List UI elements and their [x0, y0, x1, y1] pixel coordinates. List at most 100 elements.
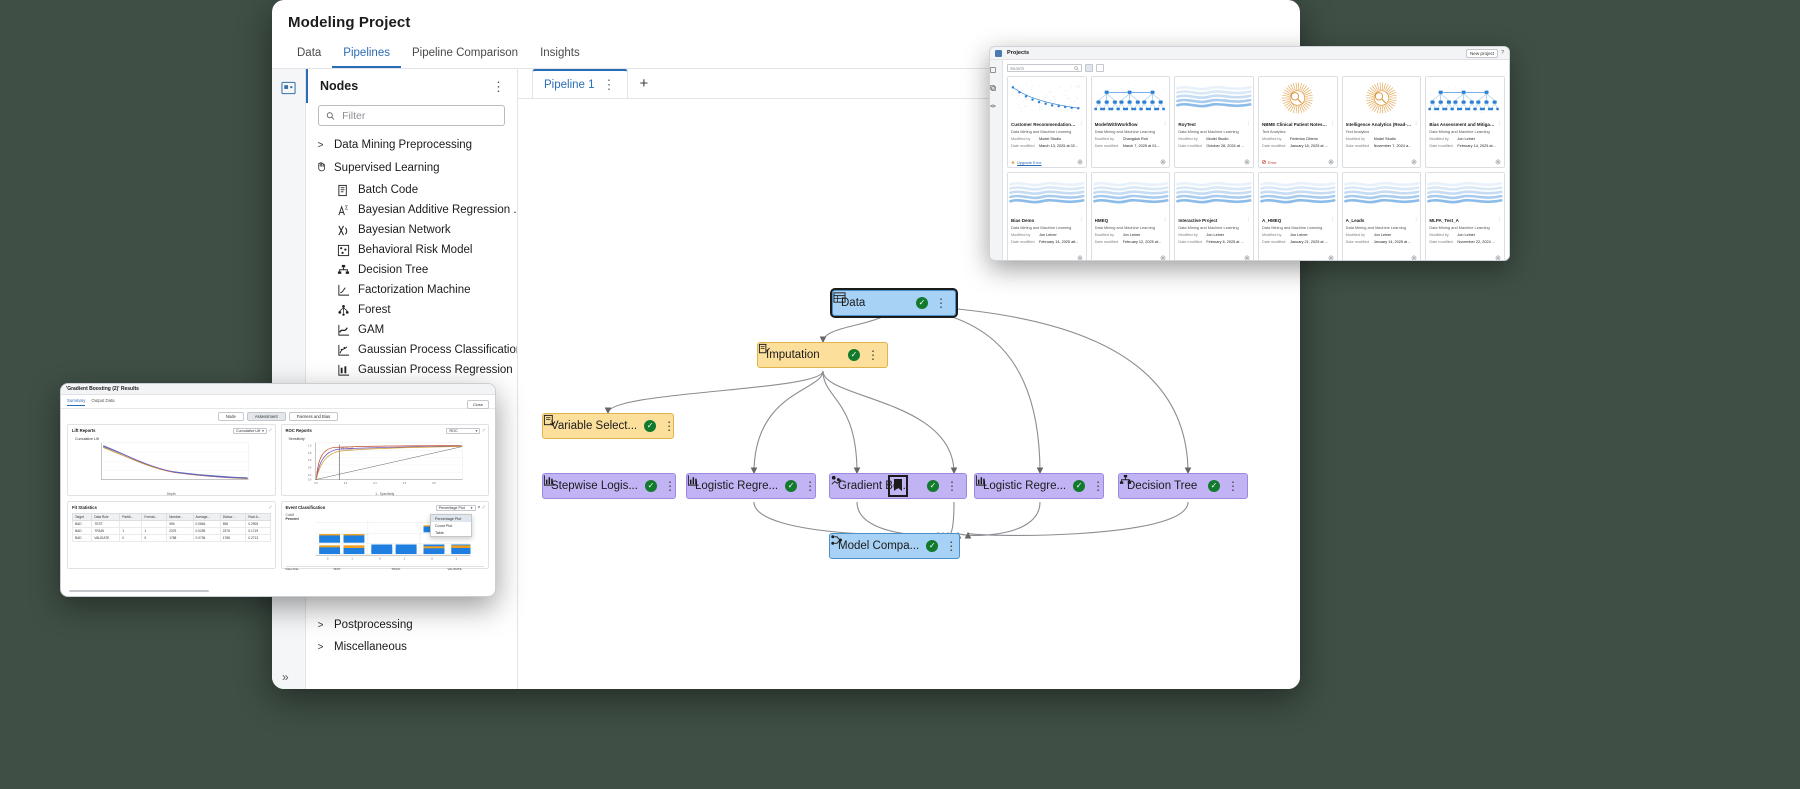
project-card-kebab-icon[interactable]: ⋮: [1330, 217, 1335, 223]
flow-node-kebab-icon[interactable]: ⋮: [663, 420, 675, 432]
project-card-kebab-icon[interactable]: ⋮: [1497, 121, 1502, 127]
flow-node-logistic-regression-2[interactable]: Logistic Regre... ✓ ⋮: [974, 473, 1104, 499]
projects-search-input[interactable]: Search: [1007, 64, 1082, 72]
projects-nav-icon[interactable]: [990, 67, 996, 73]
results-close-button[interactable]: Close: [467, 400, 489, 409]
table-column-header[interactable]: Number...: [167, 514, 193, 521]
flow-node-kebab-icon[interactable]: ⋮: [1092, 480, 1104, 492]
flow-node-kebab-icon[interactable]: ⋮: [935, 297, 947, 309]
flow-node-gradient-boosting[interactable]: Gradient Bo... ✓ ⋮: [829, 473, 967, 499]
event-plot-dropdown-menu[interactable]: Percentage Plot Count Plot Table: [430, 514, 472, 537]
project-card[interactable]: ⋮ A_HMEQ Data Mining and Machine Learnin…: [1258, 172, 1338, 260]
node-item-factorization-machine[interactable]: Factorization Machine: [306, 280, 517, 300]
event-plot-select[interactable]: Percentage Plot▾: [436, 505, 476, 511]
lift-chart-select[interactable]: Cumulative Lift▾: [233, 428, 267, 434]
flow-node-kebab-icon[interactable]: ⋮: [664, 480, 676, 492]
tab-pipeline-comparison[interactable]: Pipeline Comparison: [401, 43, 529, 68]
project-card[interactable]: ⋮ HMEQ Data Mining and Machine Learning …: [1091, 172, 1171, 260]
fit-statistics-table[interactable]: TargetData RolePartiti...Format...Number…: [72, 513, 271, 542]
project-card-kebab-icon[interactable]: ⋮: [1497, 217, 1502, 223]
menu-item-percentage-plot[interactable]: Percentage Plot: [431, 515, 471, 522]
tab-pipeline-1[interactable]: Pipeline 1 ⋮: [532, 69, 628, 98]
project-card-kebab-icon[interactable]: ⋮: [1079, 217, 1084, 223]
collapse-panel-icon[interactable]: »: [282, 670, 289, 684]
project-card-kebab-icon[interactable]: ⋮: [1079, 121, 1084, 127]
node-item-gaussian-process-classification[interactable]: Gaussian Process Classification: [306, 340, 517, 360]
gear-icon[interactable]: [1411, 159, 1417, 165]
gear-icon[interactable]: [1160, 159, 1166, 165]
maximize-icon[interactable]: ⤢: [269, 428, 272, 434]
layers-icon[interactable]: [990, 103, 996, 109]
segment-fairness-and-bias[interactable]: Fairness and Bias: [289, 412, 339, 421]
maximize-icon[interactable]: ⤢: [482, 505, 485, 511]
flow-node-data[interactable]: Data ✓ ⋮: [832, 290, 956, 316]
table-column-header[interactable]: Partiti...: [120, 514, 142, 521]
tab-data[interactable]: Data: [286, 43, 332, 68]
maximize-icon[interactable]: ⤢: [482, 428, 485, 434]
flow-node-kebab-icon[interactable]: ⋮: [945, 540, 957, 552]
flow-node-model-comparison[interactable]: Model Compa... ✓ ⋮: [829, 533, 960, 559]
node-item-forest[interactable]: Forest: [306, 300, 517, 320]
project-card[interactable]: ⋮ MLPA_Test_A Data Mining and Machine Le…: [1425, 172, 1505, 260]
project-card[interactable]: ⋮ Intelligence Analytics (Read-O... Text…: [1342, 76, 1422, 168]
project-card[interactable]: ⋮ Customer Recommendation E... Data Mini…: [1007, 76, 1087, 168]
list-view-button[interactable]: [1096, 64, 1104, 72]
tab-pipelines[interactable]: Pipelines: [332, 43, 401, 68]
flow-node-kebab-icon[interactable]: ⋮: [1227, 480, 1239, 492]
project-card[interactable]: ⋮ Interactive Project Data Mining and Ma…: [1174, 172, 1254, 260]
gear-icon[interactable]: [1328, 255, 1334, 260]
flow-node-kebab-icon[interactable]: ⋮: [867, 349, 879, 361]
flow-node-imputation[interactable]: Imputation ✓ ⋮: [757, 342, 888, 368]
node-group-data-mining-preprocessing[interactable]: > Data Mining Preprocessing: [306, 134, 517, 156]
flow-node-decision-tree[interactable]: Decision Tree ✓ ⋮: [1118, 473, 1248, 499]
table-column-header[interactable]: Target: [73, 514, 92, 521]
project-card[interactable]: ⋮ NBME Clinical Patient Notes (R... Text…: [1258, 76, 1338, 168]
flow-node-kebab-icon[interactable]: ⋮: [804, 480, 816, 492]
settings-gear-icon[interactable]: ⚙: [478, 505, 481, 511]
table-column-header[interactable]: Format...: [142, 514, 167, 521]
copy-icon[interactable]: [990, 85, 996, 91]
node-group-supervised-learning[interactable]: Supervised Learning: [306, 156, 517, 180]
node-group-postprocessing[interactable]: > Postprocessing: [306, 614, 517, 636]
tab-insights[interactable]: Insights: [529, 43, 591, 68]
nodes-kebab-icon[interactable]: ⋮: [492, 80, 505, 93]
gear-icon[interactable]: [1077, 255, 1083, 260]
gear-icon[interactable]: [1160, 255, 1166, 260]
table-row[interactable]: BADVALIDATE0017880.073617880.2713: [73, 535, 271, 542]
project-card-kebab-icon[interactable]: ⋮: [1330, 121, 1335, 127]
gear-icon[interactable]: [1495, 159, 1501, 165]
flow-node-stepwise-logistic[interactable]: Stepwise Logis... ✓ ⋮: [542, 473, 676, 499]
status-badge-upgrade-error[interactable]: Upgrade Error: [1011, 160, 1042, 165]
node-item-decision-tree[interactable]: Decision Tree: [306, 260, 517, 280]
gear-icon[interactable]: [1244, 255, 1250, 260]
project-card[interactable]: ⋮ ModelWithWorkflow Data Mining and Mach…: [1091, 76, 1171, 168]
project-card-kebab-icon[interactable]: ⋮: [1246, 217, 1251, 223]
menu-item-table[interactable]: Table: [431, 529, 471, 536]
flow-node-logistic-regression-1[interactable]: Logistic Regre... ✓ ⋮: [686, 473, 816, 499]
pipeline-tab-kebab-icon[interactable]: ⋮: [603, 78, 616, 91]
filter-box[interactable]: [318, 105, 505, 126]
grid-view-button[interactable]: [1085, 64, 1093, 72]
horizontal-scrollbar[interactable]: [69, 590, 209, 593]
node-item-gam[interactable]: GAM: [306, 320, 517, 340]
node-item-bayesian-network[interactable]: Bayesian Network: [306, 220, 517, 240]
new-project-button[interactable]: New project: [1466, 49, 1498, 58]
gear-icon[interactable]: [1328, 159, 1334, 165]
node-group-miscellaneous[interactable]: > Miscellaneous: [306, 636, 517, 658]
add-pipeline-button[interactable]: +: [628, 69, 661, 98]
segment-node[interactable]: Node: [218, 412, 244, 421]
segment-assessment[interactable]: Assessment: [247, 412, 286, 421]
project-card-kebab-icon[interactable]: ⋮: [1246, 121, 1251, 127]
gear-icon[interactable]: [1411, 255, 1417, 260]
project-card-kebab-icon[interactable]: ⋮: [1414, 217, 1419, 223]
projects-help-icon[interactable]: ?: [1501, 50, 1504, 56]
filter-input[interactable]: [342, 110, 497, 122]
flow-node-variable-selection[interactable]: Variable Select... ✓ ⋮: [542, 413, 674, 439]
project-card-kebab-icon[interactable]: ⋮: [1163, 121, 1168, 127]
gear-icon[interactable]: [1495, 255, 1501, 260]
table-row[interactable]: BADTEST5960.08465960.2905: [73, 521, 271, 528]
project-card[interactable]: ⋮ Bias Assessment and Mitigation Data Mi…: [1425, 76, 1505, 168]
project-card[interactable]: ⋮ A_Leads Data Mining and Machine Learni…: [1342, 172, 1422, 260]
table-row[interactable]: BADTRAIN1123760.029523760.1719: [73, 528, 271, 535]
gear-icon[interactable]: [1077, 159, 1083, 165]
